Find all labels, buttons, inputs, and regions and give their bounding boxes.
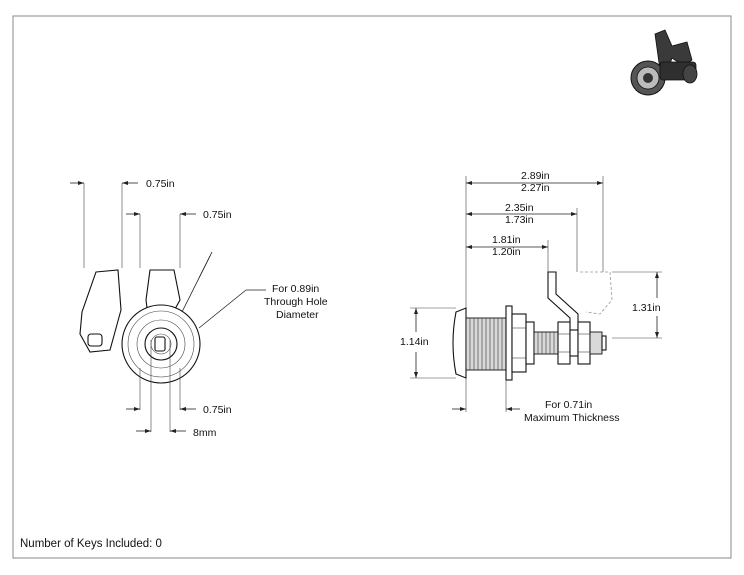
keys-included-note: Number of Keys Included: 0	[20, 538, 162, 550]
dim-short-b: 1.20in	[492, 246, 521, 258]
right-view	[410, 176, 662, 412]
dim-overall-b: 2.27in	[521, 182, 550, 194]
dim-top-2: 0.75in	[203, 209, 232, 221]
dim-mid-b: 1.73in	[505, 214, 534, 226]
product-thumbnail	[630, 29, 698, 96]
dim-flange: 1.14in	[400, 336, 429, 348]
dim-bottom-2: 8mm	[193, 427, 217, 439]
hole-note-line-2: Through Hole	[264, 296, 328, 308]
dim-short-a: 1.81in	[492, 234, 521, 246]
dim-mid-a: 2.35in	[505, 202, 534, 214]
hole-note-line-1: For 0.89in	[272, 283, 319, 295]
thickness-note-line-1: For 0.71in	[545, 399, 592, 411]
dim-bottom-1: 0.75in	[203, 404, 232, 416]
dim-overall-a: 2.89in	[521, 170, 550, 182]
thickness-note-line-2: Maximum Thickness	[524, 412, 620, 424]
hole-note-line-3: Diameter	[276, 309, 319, 321]
dim-top-1: 0.75in	[146, 178, 175, 190]
dim-height: 1.31in	[632, 302, 661, 314]
left-view	[70, 181, 266, 433]
sheet-border	[12, 15, 732, 559]
